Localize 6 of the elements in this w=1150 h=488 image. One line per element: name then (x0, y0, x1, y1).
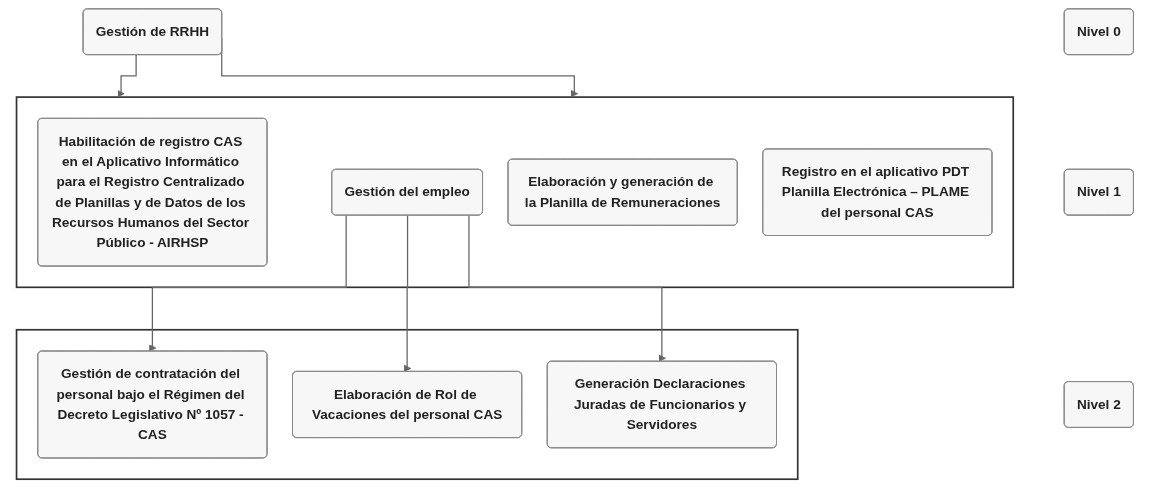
arrow (468, 214, 666, 362)
cluster (15, 328, 799, 481)
arrow (403, 214, 412, 373)
cluster (15, 96, 1015, 289)
arrow (117, 54, 137, 98)
arrow (149, 214, 347, 352)
